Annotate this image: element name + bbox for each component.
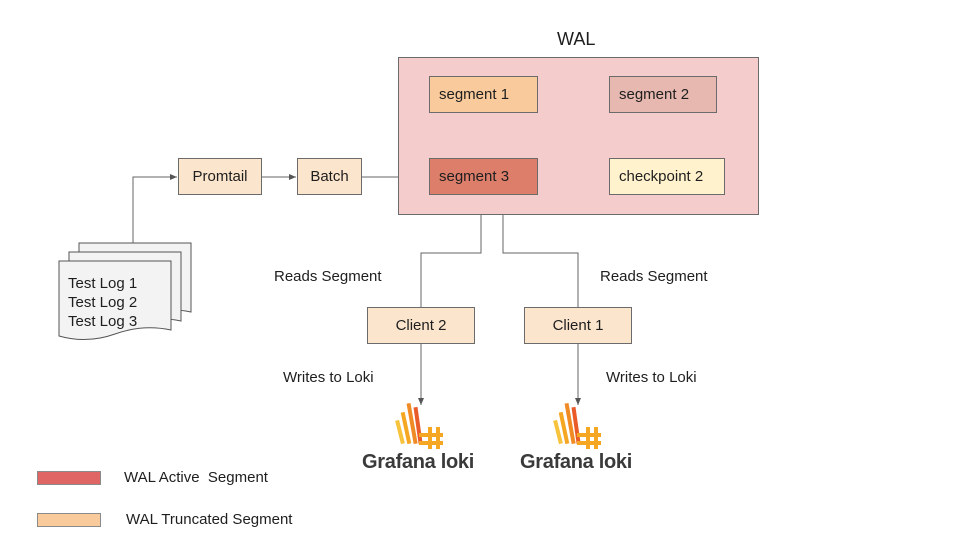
client-2-box: Client 2 xyxy=(367,307,475,344)
segment-3-label: segment 3 xyxy=(439,168,510,185)
segment-1-box: segment 1 xyxy=(429,76,538,113)
loki-logo-mark-left xyxy=(395,402,443,449)
test-log-2: Test Log 2 xyxy=(68,294,138,311)
writes-loki-right-label: Writes to Loki xyxy=(606,369,697,386)
test-logs: Test Log 1 Test Log 2 Test Log 3 xyxy=(68,274,137,331)
client-1-box: Client 1 xyxy=(524,307,632,344)
legend-truncated-swatch xyxy=(37,513,101,527)
log-documents-shape xyxy=(58,242,192,340)
writes-loki-left-label: Writes to Loki xyxy=(283,369,374,386)
checkpoint-2-box: checkpoint 2 xyxy=(609,158,725,195)
legend-truncated-label: WAL Truncated Segment xyxy=(126,511,293,528)
loki-logo-mark-right xyxy=(553,402,601,449)
grafana-loki-logo-left: Grafana loki xyxy=(362,451,474,473)
segment-1-label: segment 1 xyxy=(439,86,510,103)
test-log-1: Test Log 1 xyxy=(68,275,138,292)
segment-3-box: segment 3 xyxy=(429,158,538,195)
legend-active-swatch xyxy=(37,471,101,485)
batch-box: Batch xyxy=(297,158,362,195)
batch-label: Batch xyxy=(310,168,349,185)
arrow-client1-to-segment3 xyxy=(500,196,579,307)
test-log-3: Test Log 3 xyxy=(68,313,138,330)
checkpoint-2-label: checkpoint 2 xyxy=(619,168,704,185)
client-1-label: Client 1 xyxy=(552,317,604,334)
wal-title: WAL xyxy=(557,29,596,49)
promtail-box: Promtail xyxy=(178,158,262,195)
legend-active-label: WAL Active Segment xyxy=(124,469,268,486)
arrow-client2-to-segment3 xyxy=(420,196,484,307)
segment-2-box: segment 2 xyxy=(609,76,717,113)
client-2-label: Client 2 xyxy=(395,317,447,334)
reads-segment-right-label: Reads Segment xyxy=(600,268,708,285)
segment-2-label: segment 2 xyxy=(619,86,690,103)
promtail-label: Promtail xyxy=(192,168,248,185)
reads-segment-left-label: Reads Segment xyxy=(274,268,382,285)
grafana-loki-logo-right: Grafana loki xyxy=(520,451,632,473)
arrow-logs-to-promtail xyxy=(132,174,177,245)
